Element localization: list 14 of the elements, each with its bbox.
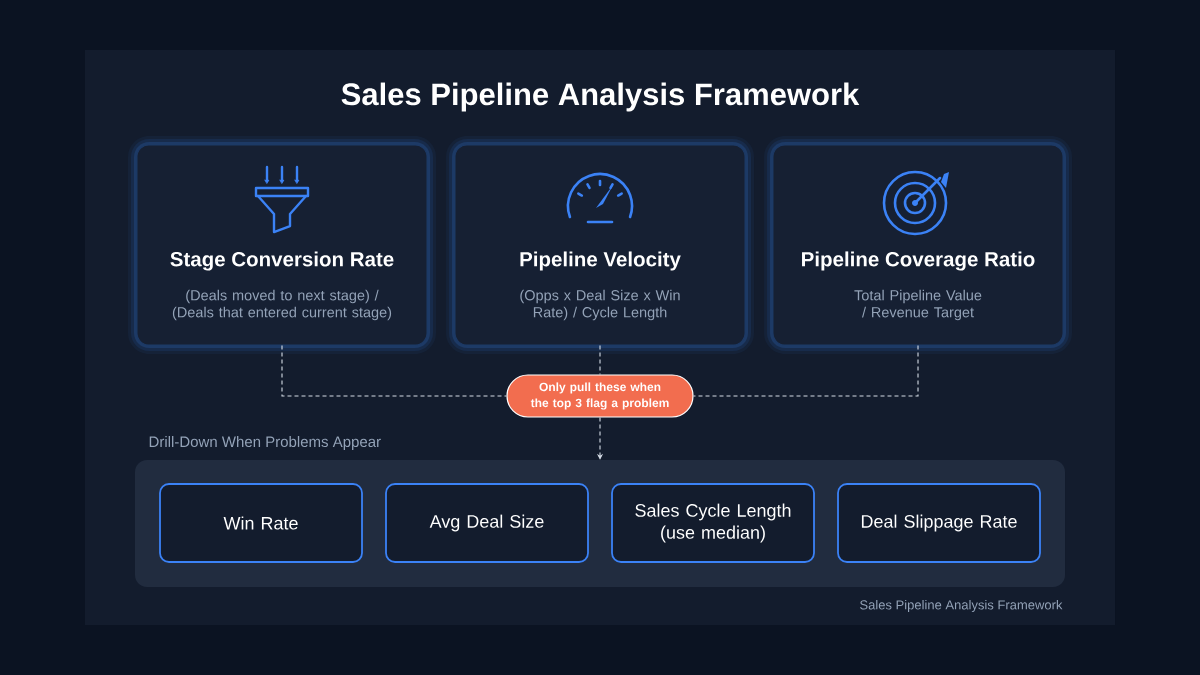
metric-card: Pipeline Velocity (Opps x Deal Size x Win Rate) / Cycle Length [446,136,754,354]
metric-box: Avg Deal Size [385,483,589,563]
metric-card: Stage Conversion Rate (Deals moved to next stage) / (Deals that entered current stage) [128,136,436,354]
metric-box: Deal Slippage Rate [837,483,1041,563]
caption: Sales Pipeline Analysis Framework [860,599,1063,613]
connector [693,344,919,397]
metric-box: Win Rate [159,483,363,563]
note-pill: Only pull these when the top 3 flag a problem [506,374,694,418]
metric-card: Pipeline Coverage Ratio Total Pipeline Value / Revenue Target [764,136,1072,354]
title: Sales Pipeline Analysis Framework [341,82,860,112]
connector [599,344,601,375]
metric-box: Sales Cycle Length (use median) [611,483,815,563]
node-label: Drill-Down When Problems Appear [149,436,381,450]
connector [281,344,507,397]
